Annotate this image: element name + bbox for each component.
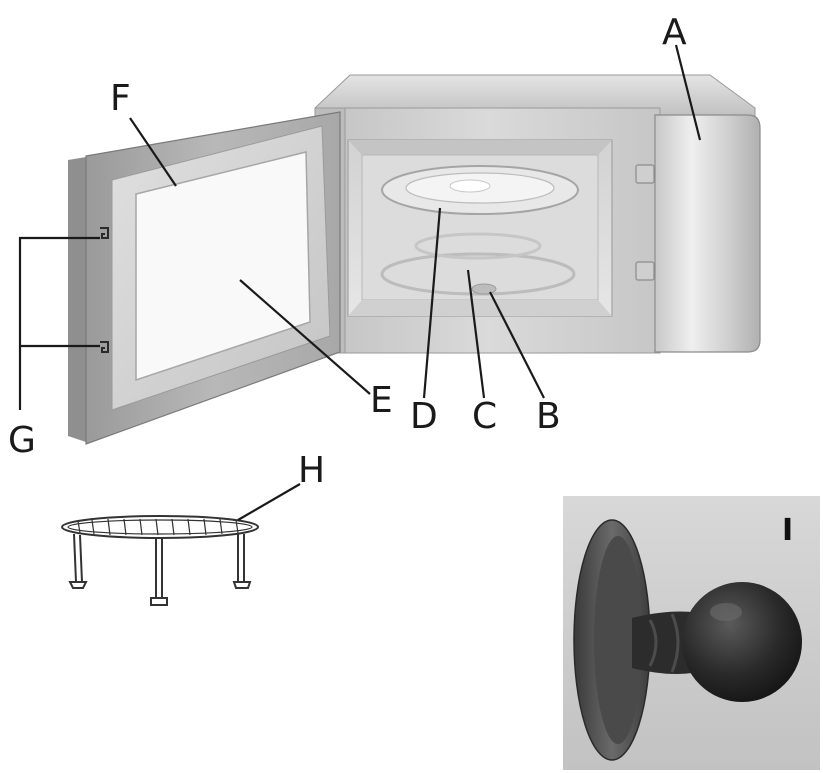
knob-photo <box>563 496 820 770</box>
label-a: A <box>662 12 687 53</box>
control-panel <box>654 114 761 353</box>
microwave-door <box>68 111 341 445</box>
oven-cavity <box>347 139 613 317</box>
label-b: B <box>536 396 561 437</box>
door-hook-upper <box>100 227 109 239</box>
label-i: I <box>782 513 793 548</box>
leader-b <box>489 291 545 399</box>
leader-g-upper <box>18 236 100 410</box>
leader-lines <box>18 44 702 521</box>
rack-legs <box>68 533 252 606</box>
leader-h <box>237 483 301 521</box>
latch-slot-upper <box>635 164 655 184</box>
knob-ball <box>682 582 802 702</box>
roller-ring <box>380 252 576 296</box>
grill-rack <box>61 515 259 606</box>
leader-d <box>422 207 442 399</box>
leader-f <box>129 117 177 187</box>
label-e: E <box>370 380 393 421</box>
leader-e <box>239 279 371 395</box>
latch-slot-lower <box>635 261 655 281</box>
door-hook-lower <box>100 341 109 353</box>
door-window <box>135 151 311 382</box>
label-f: F <box>110 78 131 119</box>
leader-c <box>466 269 486 399</box>
label-c: C <box>472 396 497 437</box>
label-g: G <box>8 420 36 461</box>
label-d: D <box>410 396 438 437</box>
label-h: H <box>298 450 325 491</box>
turntable-shaft <box>471 283 497 295</box>
leader-a <box>674 44 702 141</box>
